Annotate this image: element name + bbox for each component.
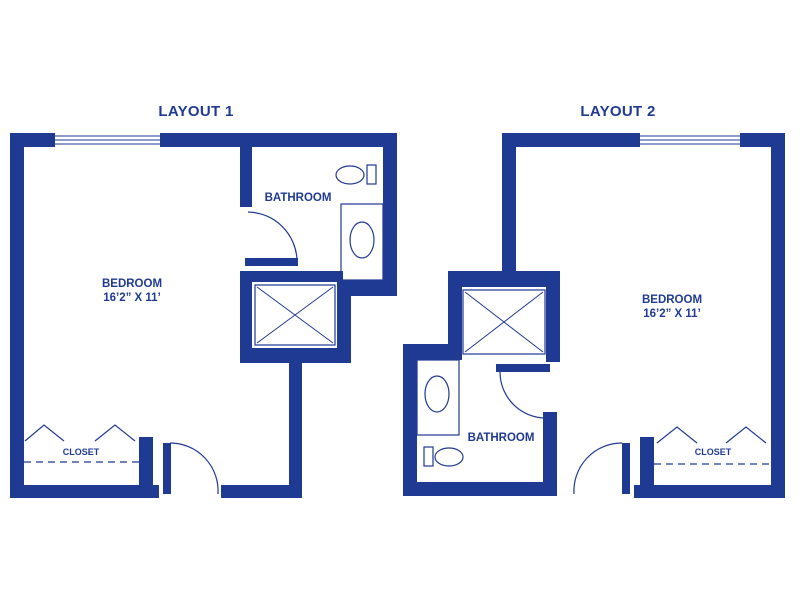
layout-2-entry-door-swing xyxy=(573,442,623,495)
layout-2-closet-label: CLOSET xyxy=(695,447,732,457)
layout-1-bedroom-size: 16’2” X 11’ xyxy=(103,292,161,304)
layout-2: LAYOUT 2 xyxy=(403,103,785,498)
layout-2-bedroom-size: 16’2” X 11’ xyxy=(643,308,701,320)
layout-1-bathroom-door-swing xyxy=(247,211,298,261)
layout-2-bathroom-label: BATHROOM xyxy=(468,432,535,444)
layout-2-title: LAYOUT 2 xyxy=(580,103,655,120)
layout-1-title: LAYOUT 1 xyxy=(158,103,233,120)
layout-2-sink xyxy=(416,359,460,436)
layout-2-walls xyxy=(403,133,785,498)
layout-1-bedroom-label: BEDROOM xyxy=(102,278,162,290)
layout-1-sink xyxy=(340,203,384,281)
layout-2-bedroom-label: BEDROOM xyxy=(642,294,702,306)
layout-1-closet xyxy=(24,424,139,463)
layout-2-closet xyxy=(654,426,771,465)
layout-1-window xyxy=(55,135,160,145)
layout-1: LAYOUT 1 xyxy=(10,103,397,498)
layout-2-bathroom-door-swing xyxy=(499,371,547,419)
layout-1-shower xyxy=(254,284,336,346)
layout-2-toilet xyxy=(423,446,464,467)
layout-1-walls xyxy=(10,133,397,498)
layout-1-entry-door-swing xyxy=(169,442,219,495)
layout-1-closet-label: CLOSET xyxy=(63,447,100,457)
layout-1-bathroom-label: BATHROOM xyxy=(265,192,332,204)
layout-2-shower xyxy=(462,289,546,355)
layout-1-toilet xyxy=(335,164,377,185)
layout-2-window xyxy=(640,135,740,145)
